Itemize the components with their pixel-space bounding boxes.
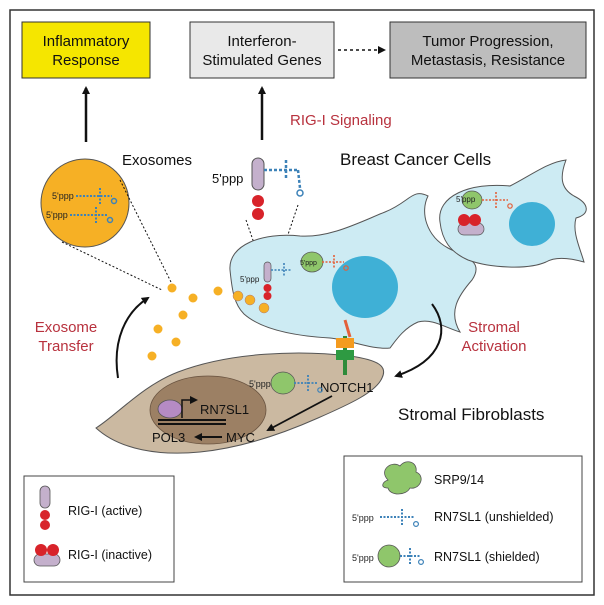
exosome-magnified-circle [40,158,130,248]
ppp-label: 5'ppp [212,171,243,186]
shielded-rna-small-cell: 5'ppp [456,190,513,210]
exosomes-label: Exosomes [122,152,192,169]
stromal-activation-arrow [394,303,443,378]
exosome-vesicle [258,302,270,314]
legend-rig-i-active-label: RIG-I (active) [68,504,142,518]
exosome-vesicle [167,283,177,293]
legend-srp-label: SRP9/14 [434,473,484,487]
exosome-rna-1: 5'ppp [52,188,118,205]
myc-label: MYC [226,430,255,445]
exosome-rna-2: 5'ppp [46,207,114,224]
rig-i-active-in-cell: 5'ppp [240,261,292,300]
ppp-label: 5'ppp [46,210,68,220]
rn7sl1-label: RN7SL1 [200,402,249,417]
zoom-line [61,241,163,291]
breast-cancer-cells-label: Breast Cancer Cells [340,150,491,169]
rn7sl1-gene [157,396,226,425]
legend-rig-i: RIG-I (active) RIG-I (inactive) [23,475,175,583]
legend-rn7sl1: SRP9/14 5'ppp RN7SL1 (unshielded) 5'ppp … [343,455,583,583]
isg-text: Interferon-Stimulated Genes [202,33,321,69]
shielded-rna-in-cell: 5'ppp [300,251,349,273]
ppp-label: 5'ppp [240,275,260,284]
notch1-to-myc-arrow [266,395,333,431]
rig-i-signaling-label: RIG-I Signaling [290,112,392,129]
exosome-vesicle [244,294,256,306]
notch1-label: NOTCH1 [320,380,373,395]
exosome-vesicle [147,351,157,361]
small-cell-nucleus [509,202,555,246]
rig-i-inactive-small-cell [457,214,485,236]
legend-rig-i-inactive-label: RIG-I (inactive) [68,548,152,562]
cancer-cell-nucleus [332,256,398,318]
legend-rig-i-inactive-icon [33,544,61,567]
legend-shielded-icon: 5'ppp [352,544,425,568]
stromal-fibroblasts-label: Stromal Fibroblasts [398,405,544,424]
exosome-vesicle [171,337,181,347]
legend-unshielded-icon: 5'ppp [352,509,420,527]
rig-i-active-magnified: 5'ppp [212,157,304,220]
exosome-vesicle [153,324,163,334]
tumor-progression-box: Tumor Progression,Metastasis, Resistance [389,21,587,79]
exosome-vesicle [188,293,198,303]
legend-shielded-label: RN7SL1 (shielded) [434,550,540,564]
ppp-label: 5'ppp [352,553,374,563]
exosome-vesicle [213,286,223,296]
legend-rig-i-active-icon [39,485,51,530]
exosome-vesicle [178,310,188,320]
ppp-label: 5'ppp [456,195,476,204]
exosome-transfer-arrow [115,296,150,379]
free-exosomes [147,283,223,361]
fibroblast-nucleus [149,375,267,445]
exosome-vesicle [232,290,244,302]
pol3-label: POL3 [152,430,185,445]
notch1-receptor [336,319,354,375]
ppp-label: 5'ppp [52,191,74,201]
shielded-rna-fibroblast: 5'ppp [249,371,323,395]
ppp-label: 5'ppp [352,513,374,523]
tumor-progression-text: Tumor Progression,Metastasis, Resistance [411,33,565,69]
legend-unshielded-label: RN7SL1 (unshielded) [434,510,554,524]
interferon-stimulated-genes-box: Interferon-Stimulated Genes [189,21,335,79]
ppp-label: 5'ppp [249,379,271,389]
legend-srp-icon [382,461,422,495]
ppp-label: 5'ppp [300,260,317,267]
zoom-line [119,179,173,285]
